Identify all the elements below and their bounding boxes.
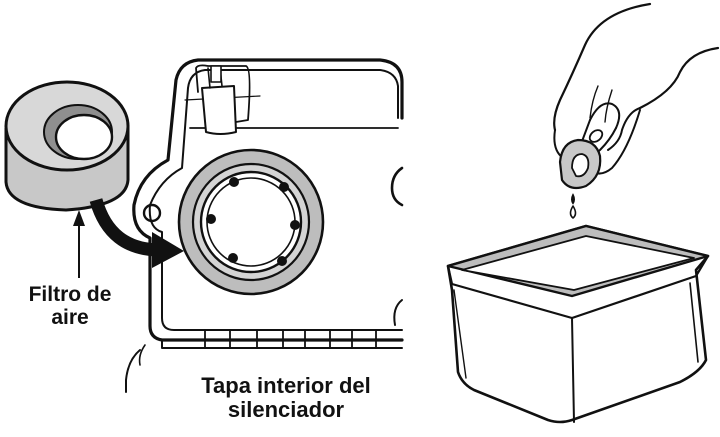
muffler-cover-label-line1: Tapa interior del (201, 373, 371, 398)
air-filter-label-line2: aire (51, 305, 89, 329)
muffler-cover-label: Tapa interior del silenciador (186, 374, 386, 422)
air-filter-label: Filtro de aire (12, 283, 128, 329)
air-filter-label-line1: Filtro de (28, 283, 112, 306)
filter-pointer-arrow-icon (73, 210, 85, 278)
curved-arrow-icon (89, 198, 184, 268)
air-filter-icon (4, 80, 130, 212)
oil-tray-icon (446, 224, 710, 424)
muffler-cover-label-line2: silenciador (227, 396, 345, 422)
muffler-cover-icon (125, 58, 404, 393)
hand-squeezing-filter-icon (553, 2, 720, 219)
